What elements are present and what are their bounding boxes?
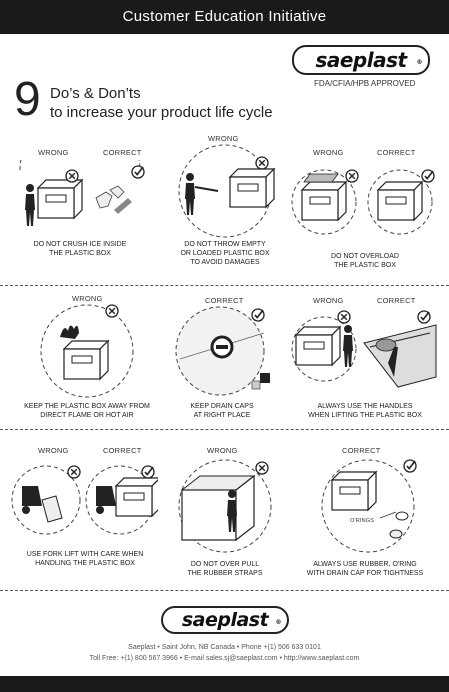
tip-2-caption: DO NOT THROW EMPTY OR LOADED PLASTIC BOX…: [165, 240, 285, 267]
bottom-bar: [0, 676, 449, 692]
brand-logo: saeplast ®: [292, 45, 430, 75]
tip-1-caption-line-2: THE PLASTIC BOX: [49, 250, 111, 257]
tip-4-caption: KEEP THE PLASTIC BOX AWAY FROM DIRECT FL…: [12, 402, 162, 420]
approval-text: FDA/CFIA/HPB APPROVED: [314, 79, 416, 88]
tip-3-caption-line-2: THE PLASTIC BOX: [334, 262, 396, 269]
row-divider-1: [0, 285, 449, 286]
tip-2-caption-line-1: DO NOT THROW EMPTY: [184, 241, 266, 248]
tip-2-caption-line-2: OR LOADED PLASTIC BOX: [180, 250, 270, 257]
tip-3-wrong-label: WRONG: [313, 148, 344, 157]
footer-address: Saeplast • Saint John, NB Canada • Phone…: [128, 644, 321, 651]
brand-logo-text: saeplast: [315, 48, 407, 72]
tip-5-caption-line-2: AT RIGHT PLACE: [193, 412, 251, 419]
registered-mark: ®: [416, 59, 423, 66]
tip-1-wrong-label: WRONG: [38, 148, 69, 157]
tip-3-illustration: [291, 169, 435, 235]
tip-7-correct-label: CORRECT: [103, 446, 142, 455]
tip-8-caption-line-2: THE RUBBER STRAPS: [187, 570, 263, 577]
footer-logo: saeplast ®: [161, 606, 289, 634]
tip-2-illustration: [178, 144, 275, 238]
row-divider-3: [0, 590, 449, 591]
tip-6-illustration: [291, 310, 437, 388]
tip-5-illustration: [175, 306, 270, 396]
footer-logo-text: saeplast: [181, 609, 269, 631]
tip-9-illustration: [321, 459, 417, 553]
tip-4-wrong-label: WRONG: [72, 294, 103, 303]
tip-3-caption-line-1: DO NOT OVERLOAD: [331, 253, 399, 260]
tip-1-illustration: [19, 160, 145, 226]
oring-label: O'RINGS: [350, 518, 375, 524]
tip-5-correct-label: CORRECT: [205, 296, 244, 305]
tip-3-caption: DO NOT OVERLOAD THE PLASTIC BOX: [295, 252, 435, 270]
tip-1-caption-line-1: DO NOT CRUSH ICE INSIDE: [33, 241, 127, 248]
tip-9-correct-label: CORRECT: [342, 446, 381, 455]
row-divider-2: [0, 429, 449, 430]
tip-8-caption: DO NOT OVER PULL THE RUBBER STRAPS: [170, 560, 280, 578]
tip-7-caption: USE FORK LIFT WITH CARE WHEN HANDLING TH…: [10, 550, 160, 568]
tip-2-wrong-label: WRONG: [208, 134, 239, 143]
tip-7-caption-line-2: HANDLING THE PLASTIC BOX: [35, 560, 135, 567]
tip-7-caption-line-1: USE FORK LIFT WITH CARE WHEN: [26, 551, 144, 558]
tip-8-illustration: [178, 459, 272, 553]
tip-6-correct-label: CORRECT: [377, 296, 416, 305]
tip-4-caption-line-1: KEEP THE PLASTIC BOX AWAY FROM: [24, 403, 150, 410]
header-title: Customer Education Initiative: [122, 8, 327, 25]
footer-contact: Toll Free: +(1) 800 567 3966 • E-mail sa…: [89, 655, 360, 662]
tip-6-wrong-label: WRONG: [313, 296, 344, 305]
header-bar: Customer Education Initiative: [0, 0, 449, 34]
tip-5-caption-line-1: KEEP DRAIN CAPS: [190, 403, 254, 410]
tip-6-caption: ALWAYS USE THE HANDLES WHEN LIFTING THE …: [290, 402, 440, 420]
footer-registered-mark: ®: [275, 619, 282, 626]
tip-8-caption-line-1: DO NOT OVER PULL: [190, 561, 260, 568]
tip-7-illustration: [11, 465, 158, 535]
tip-6-caption-line-1: ALWAYS USE THE HANDLES: [317, 403, 413, 410]
tip-1-correct-label: CORRECT: [103, 148, 142, 157]
tip-9-caption: ALWAYS USE RUBBER, O'RING WITH DRAIN CAP…: [290, 560, 440, 578]
tip-2-caption-line-3: TO AVOID DAMAGES: [190, 259, 260, 266]
tip-7-wrong-label: WRONG: [38, 446, 69, 455]
title-number: 9: [14, 73, 41, 126]
tip-6-caption-line-2: WHEN LIFTING THE PLASTIC BOX: [308, 412, 422, 419]
tip-3-correct-label: CORRECT: [377, 148, 416, 157]
tip-4-illustration: [40, 304, 134, 398]
tip-4-caption-line-2: DIRECT FLAME OR HOT AIR: [40, 412, 134, 419]
title-line-1: Do’s & Don’ts: [50, 85, 141, 102]
tip-8-wrong-label: WRONG: [207, 446, 238, 455]
tip-1-caption: DO NOT CRUSH ICE INSIDE THE PLASTIC BOX: [10, 240, 150, 258]
tip-9-caption-line-1: ALWAYS USE RUBBER, O'RING: [313, 561, 417, 568]
title-line-2: to increase your product life cycle: [50, 104, 273, 121]
tip-9-caption-line-2: WITH DRAIN CAP FOR TIGHTNESS: [306, 570, 424, 577]
tip-5-caption: KEEP DRAIN CAPS AT RIGHT PLACE: [172, 402, 272, 420]
